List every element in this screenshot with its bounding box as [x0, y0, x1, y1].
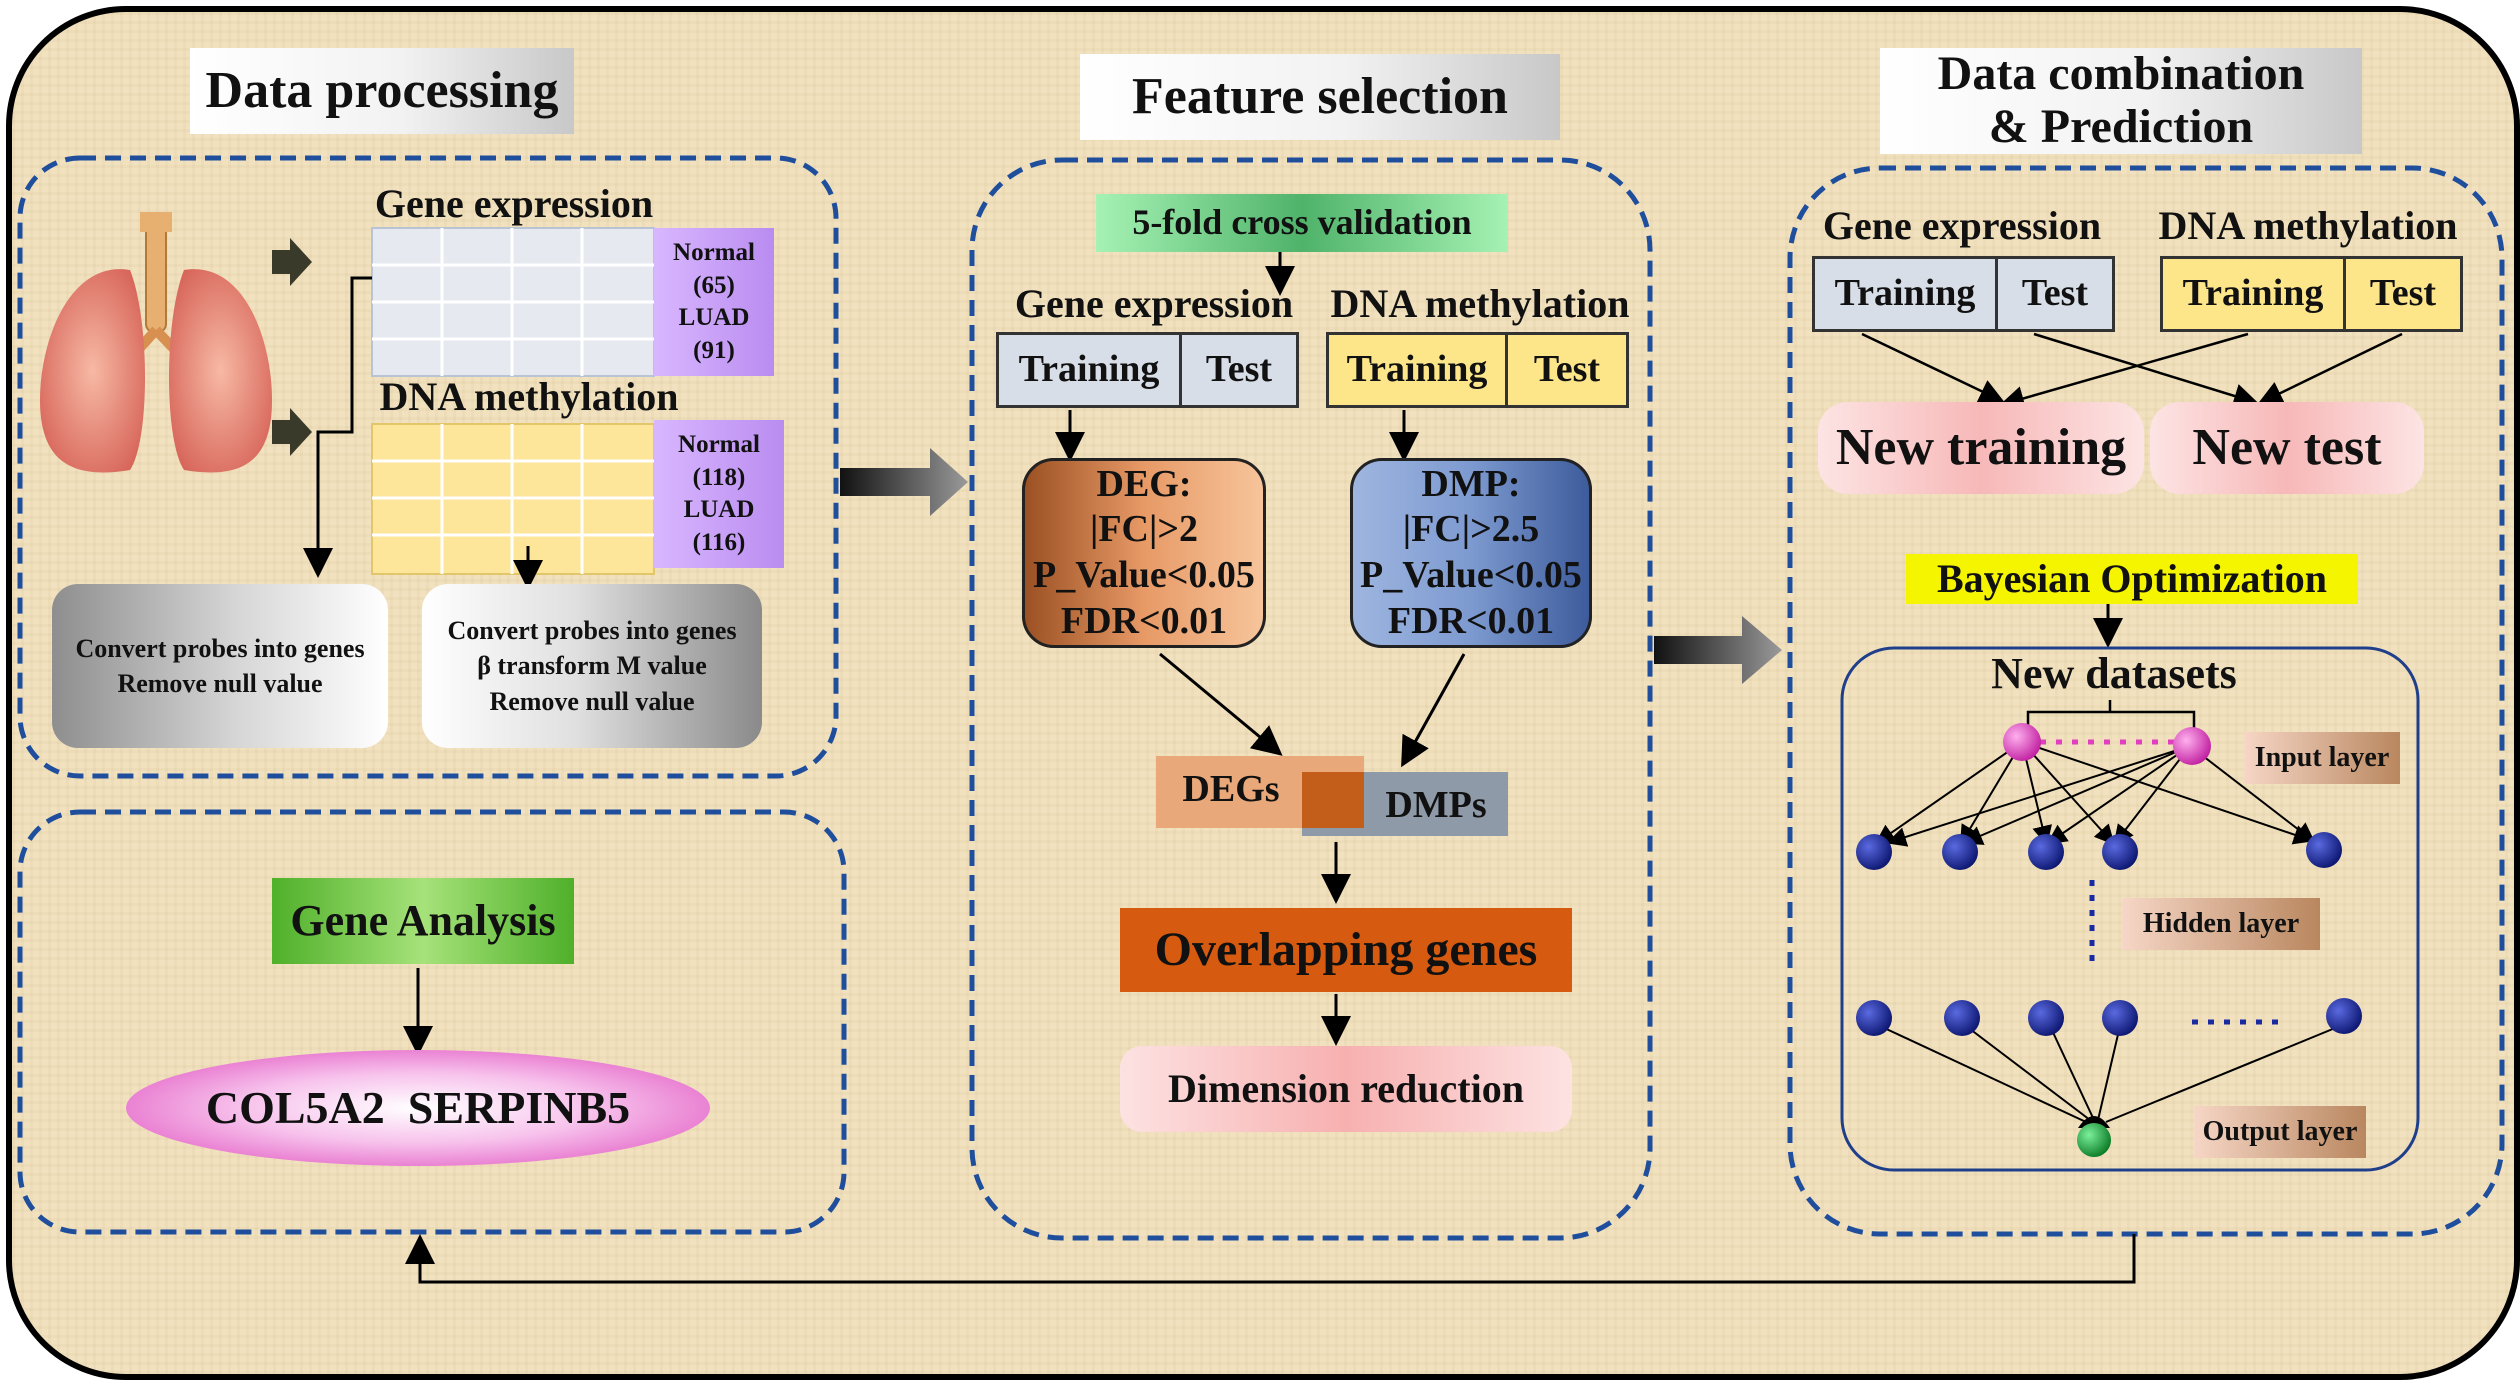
deg-box-bg: [1022, 458, 1266, 648]
output-layer-label: Output layer: [2202, 1115, 2358, 1147]
dmp-box-bg: [1350, 458, 1592, 648]
deg-line2: |FC|>2: [1089, 508, 1199, 551]
prediction-dna-methylation-label: DNA methylation: [2158, 203, 2458, 248]
feature-gene-expression-label: Gene expression: [1014, 281, 1294, 326]
dimension-reduction-box: Dimension reduction: [1120, 1046, 1572, 1132]
overlapping-genes-box: Overlapping genes: [1120, 908, 1572, 992]
prediction-dm-training-cell: Training: [2160, 256, 2346, 332]
gene-analysis-box: Gene Analysis: [272, 878, 574, 964]
ge-training-to-new-training: [1861, 332, 2005, 403]
dm-convert-step: Convert probes into genes β transform M …: [422, 584, 762, 748]
prediction-dm-test-cell: Test: [2343, 256, 2463, 332]
feature-dashed-border: [969, 157, 1653, 1241]
ge-count-luad-value: (91): [693, 336, 735, 364]
input-layer-bg: [2244, 732, 2400, 784]
dm-sample-counts: Normal (118) LUAD (116): [654, 420, 784, 568]
new-test-label: New test: [2192, 419, 2382, 477]
dm-test-to-new-test: [2257, 332, 2403, 405]
input-layer-label: Input layer: [2254, 741, 2390, 773]
overlap-region: [1302, 772, 1364, 828]
neural-network-panel: [1840, 646, 2420, 1172]
ge-step-line1: Convert probes into genes: [75, 633, 365, 663]
dm-count-normal-label: Normal: [678, 431, 760, 458]
new-test-bg: [2150, 402, 2424, 494]
ge-sample-counts: Normal (65) LUAD (91): [654, 228, 774, 376]
hidden-layer-bg: [2122, 898, 2320, 950]
feature-ge-test-cell: Test: [1179, 332, 1299, 408]
processing-bracket: [303, 276, 372, 578]
dna-methylation-grid: [371, 423, 655, 575]
nn-nodes: [1856, 723, 2362, 1157]
ge-count-normal-label: Normal: [673, 239, 755, 266]
cv-box: 5-fold cross validation: [1096, 194, 1508, 252]
dmp-line1: DMP:: [1421, 462, 1521, 505]
feature-ge-training-cell: Training: [996, 332, 1182, 408]
genes-ellipse: [126, 1050, 710, 1166]
prediction-dashed-border: [1787, 165, 2505, 1237]
bayesian-optimization-label: Bayesian Optimization: [1906, 554, 2358, 604]
ge-count-luad-label: LUAD: [678, 304, 750, 331]
dmp-line4: FDR<0.01: [1387, 599, 1555, 642]
new-training-bg: [1818, 402, 2144, 494]
dmp-line3: P_Value<0.05: [1360, 554, 1582, 596]
section-title-feature-selection: Feature selection: [1080, 54, 1560, 140]
input-brace: [2026, 700, 2196, 728]
gene-expression-grid: [371, 227, 655, 377]
dm-step-line3: Remove null value: [489, 686, 695, 716]
feature-dm-test-cell: Test: [1505, 332, 1629, 408]
feedback-loop-arrow: [405, 1234, 2136, 1284]
dmp-line2: |FC|>2.5: [1402, 508, 1540, 551]
processing-dashed-border: [17, 155, 839, 779]
lungs-arrow-top: [272, 238, 312, 286]
deg-line1: DEG:: [1096, 462, 1192, 505]
degs-label: DEGs: [1182, 768, 1280, 811]
deg-criteria: DEG: |FC|>2 P_Value<0.05 FDR<0.01: [1022, 458, 1266, 648]
deg-line3: P_Value<0.05: [1033, 554, 1255, 596]
feature-dm-training-cell: Training: [1326, 332, 1508, 408]
prediction-gene-expression-label: Gene expression: [1822, 203, 2102, 248]
dm-convert-box-bg: [422, 584, 762, 748]
dm-training-to-new-training: [1999, 332, 2249, 411]
ge-convert-step: Convert probes into genes Remove null va…: [52, 584, 388, 748]
section-title-prediction: Data combination & Prediction: [1880, 47, 2362, 154]
feature-to-prediction-arrow: [1654, 616, 1782, 684]
genes-label: COL5A2 SERPINB5: [205, 1081, 631, 1133]
dm-count-luad-value: (116): [692, 528, 746, 556]
dmps-label: DMPs: [1385, 784, 1487, 827]
deg-to-degs-arrow: [1159, 652, 1283, 756]
prediction-ge-test-cell: Test: [1995, 256, 2115, 332]
ge-step-line2: Remove null value: [117, 669, 323, 698]
lungs-icon: [40, 212, 272, 473]
ge-test-to-new-test: [2033, 332, 2259, 409]
nn-edges: [1874, 741, 2341, 1123]
dmp-to-dmps-arrow: [1401, 653, 1466, 768]
new-datasets-label: New datasets: [1991, 648, 2237, 698]
feature-dna-methylation-label: DNA methylation: [1330, 281, 1630, 326]
new-training-label: New training: [1835, 419, 2127, 477]
analysis-dashed-border: [17, 809, 847, 1235]
dmp-criteria: DMP: |FC|>2.5 P_Value<0.05 FDR<0.01: [1350, 458, 1592, 648]
prediction-title-line1: Data combination: [1937, 47, 2305, 101]
deg-line4: FDR<0.01: [1060, 599, 1228, 642]
prediction-title-line2: & Prediction: [1988, 100, 2254, 153]
dm-step-line1: Convert probes into genes: [447, 616, 737, 646]
processing-dna-methylation-label: DNA methylation: [379, 374, 679, 419]
section-title-data-processing: Data processing: [190, 48, 574, 134]
processing-gene-expression-label: Gene expression: [374, 181, 654, 226]
dm-step-line2: β transform M value: [477, 651, 707, 681]
dm-count-normal-value: (118): [692, 463, 746, 491]
prediction-ge-training-cell: Training: [1812, 256, 1998, 332]
hidden-layer-label: Hidden layer: [2142, 907, 2300, 939]
lungs-arrow-bottom: [272, 408, 312, 456]
output-layer-bg: [2194, 1106, 2366, 1158]
processing-to-feature-arrow: [840, 448, 968, 516]
ge-count-normal-value: (65): [693, 271, 735, 299]
ge-convert-box-bg: [52, 584, 388, 748]
dm-count-luad-label: LUAD: [683, 496, 755, 523]
